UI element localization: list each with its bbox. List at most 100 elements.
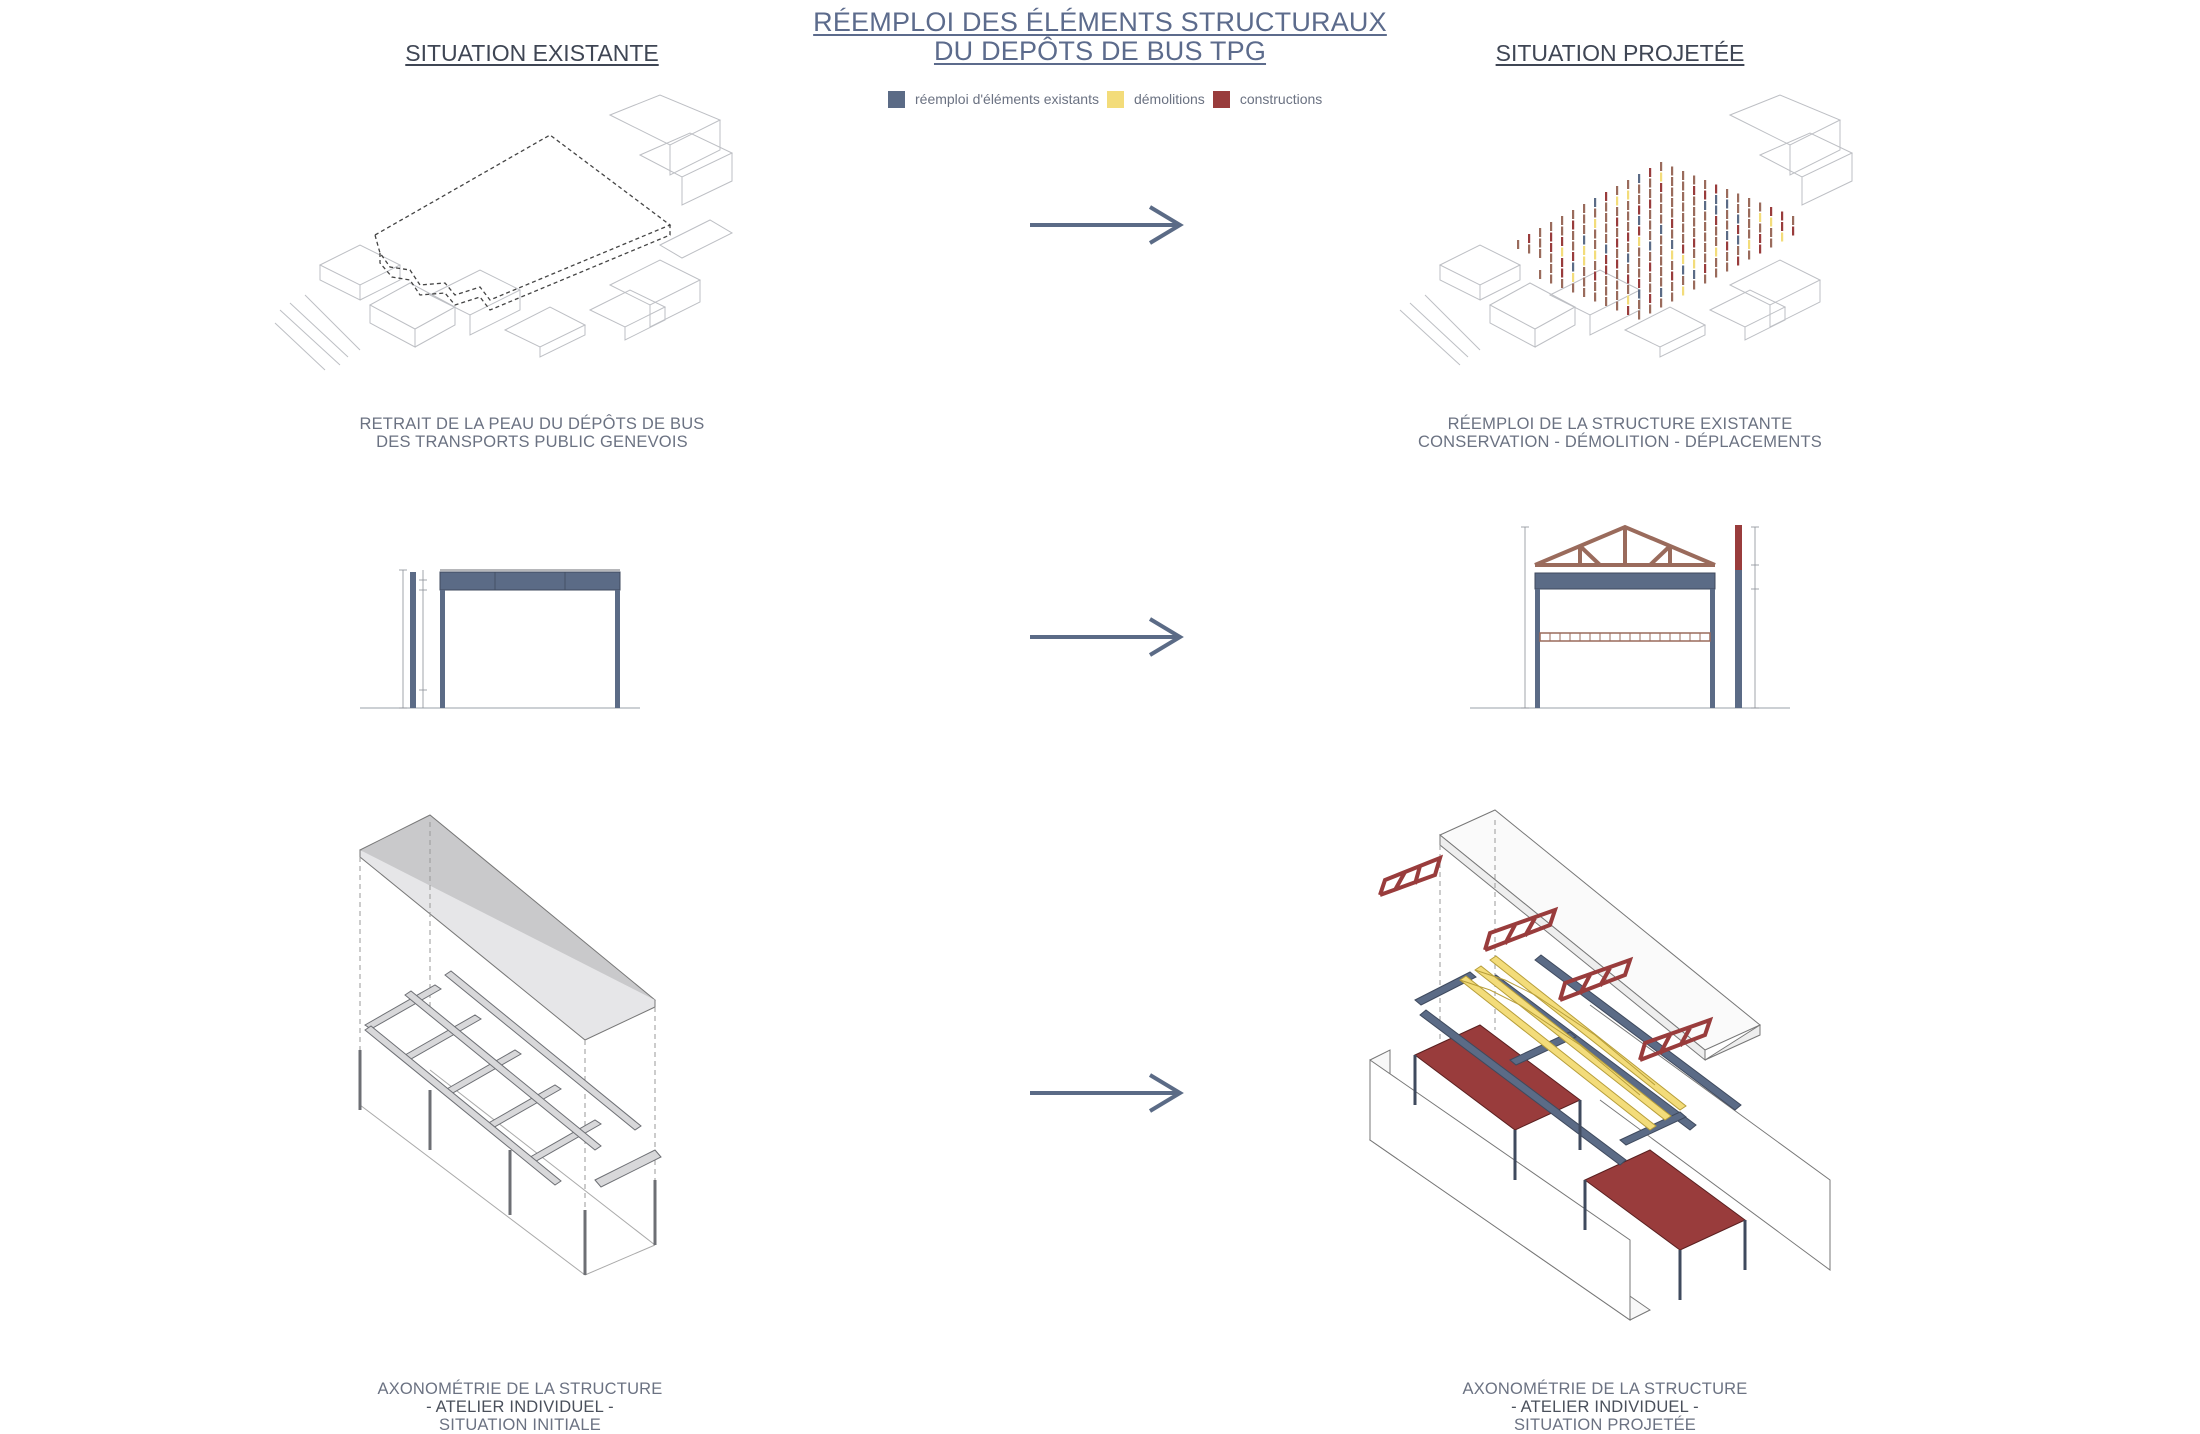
structural-column-mark — [1737, 246, 1740, 255]
title-line-1: RÉEMPLOI DES ÉLÉMENTS STRUCTURAUX — [813, 7, 1387, 37]
structural-column-mark — [1561, 216, 1564, 225]
structural-column-mark — [1770, 238, 1773, 248]
structural-column-mark — [1693, 228, 1696, 237]
structural-column-mark — [1682, 276, 1685, 285]
structural-column-mark — [1715, 247, 1718, 257]
right-column-heading: SITUATION PROJETÉE — [1495, 40, 1745, 66]
structural-column-mark — [1660, 288, 1663, 297]
caption-row3-left-line2: - ATELIER INDIVIDUEL - — [426, 1398, 614, 1416]
legend-label-reuse: réemploi d'éléments existants — [915, 91, 1099, 107]
legend-label-construction: constructions — [1239, 91, 1323, 107]
structural-column-mark — [1638, 258, 1641, 267]
structural-column-mark — [1627, 201, 1630, 210]
structural-column-mark — [1660, 204, 1663, 213]
structural-column-mark — [1748, 240, 1751, 249]
structural-column-mark — [1715, 237, 1718, 246]
structural-column-mark — [1616, 291, 1619, 300]
structural-column-mark — [1737, 256, 1740, 266]
arrow-right-icon — [1030, 617, 1184, 657]
structural-column-mark — [1561, 268, 1564, 278]
structural-column-mark — [1682, 255, 1685, 264]
structural-column-mark — [1726, 262, 1729, 272]
structural-column-mark — [1671, 250, 1674, 260]
structural-column-mark — [1748, 208, 1751, 218]
structural-column-mark — [1572, 231, 1575, 240]
structural-column-mark — [1792, 226, 1795, 236]
caption-row3-left: AXONOMÉTRIE DE LA STRUCTURE - ATELIER IN… — [260, 1380, 780, 1434]
structural-column-mark — [1704, 232, 1707, 242]
structural-column-mark — [1737, 225, 1740, 234]
structural-column-mark — [1704, 211, 1707, 221]
caption-row3-right: AXONOMÉTRIE DE LA STRUCTURE - ATELIER IN… — [1345, 1380, 1865, 1434]
structural-column-mark — [1693, 259, 1696, 269]
legend-swatch-reuse — [888, 90, 905, 108]
structural-column-mark — [1792, 216, 1795, 225]
structural-column-mark — [1671, 177, 1674, 186]
structural-column-mark — [1649, 220, 1652, 230]
structural-column-mark — [1649, 210, 1652, 219]
structural-column-mark — [1605, 223, 1608, 233]
structural-column-mark — [1616, 249, 1619, 258]
site-axonometric-existing — [274, 94, 734, 371]
structural-column-mark — [1638, 205, 1641, 215]
structural-column-mark — [1616, 280, 1619, 290]
caption-row3-right-line2: - ATELIER INDIVIDUEL - — [1511, 1398, 1699, 1416]
structural-column-mark — [1715, 184, 1718, 194]
structural-column-mark — [1583, 214, 1586, 224]
caption-row1-left-line2: DES TRANSPORTS PUBLIC GENEVOIS — [376, 433, 688, 451]
structural-column-mark — [1627, 211, 1630, 221]
structural-column-mark — [1682, 181, 1685, 191]
structural-column-mark — [1627, 232, 1630, 242]
structural-column-mark — [1616, 259, 1619, 269]
structural-column-mark — [1627, 222, 1630, 231]
structural-column-mark — [1594, 292, 1597, 302]
structural-column-mark — [1638, 195, 1641, 204]
structural-column-mark — [1583, 225, 1586, 234]
structural-column-mark — [1726, 210, 1729, 219]
structural-column-mark — [1737, 204, 1740, 213]
structural-column-mark — [1759, 202, 1762, 212]
structural-column-mark — [1649, 168, 1652, 177]
structural-column-mark — [1627, 243, 1630, 252]
structural-column-mark — [1704, 253, 1707, 263]
structural-column-mark — [1528, 244, 1531, 254]
structural-column-mark — [1649, 262, 1652, 272]
structural-column-mark — [1704, 264, 1707, 273]
structural-column-mark — [1759, 244, 1762, 254]
structural-column-mark — [1660, 267, 1663, 276]
structural-column-mark — [1748, 229, 1751, 239]
structural-column-mark — [1671, 208, 1674, 218]
legend-swatch-demolition — [1106, 90, 1124, 108]
structural-column-mark — [1649, 294, 1652, 303]
structural-column-mark — [1682, 286, 1685, 296]
structural-column-mark — [1583, 204, 1586, 213]
structural-column-mark — [1748, 219, 1751, 228]
structural-column-mark — [1616, 217, 1619, 227]
section-projected — [1470, 524, 1790, 709]
structural-column-mark — [1594, 240, 1597, 249]
structural-column-mark — [1539, 249, 1542, 258]
structural-column-mark — [1616, 186, 1619, 195]
structural-column-mark — [1638, 289, 1641, 299]
structural-column-mark — [1605, 213, 1608, 222]
structural-column-mark — [1726, 189, 1729, 198]
structural-column-mark — [1572, 273, 1575, 282]
structural-column-mark — [1649, 231, 1652, 240]
structural-column-mark — [1671, 271, 1674, 281]
structural-column-mark — [1737, 214, 1740, 224]
structural-column-mark — [1726, 199, 1729, 209]
structural-column-mark — [1583, 267, 1586, 276]
structural-column-mark — [1594, 219, 1597, 228]
structural-column-mark — [1660, 256, 1663, 266]
structural-column-mark — [1704, 274, 1707, 284]
structural-column-mark — [1594, 261, 1597, 270]
structural-column-mark — [1671, 240, 1674, 249]
structural-column-mark — [1572, 262, 1575, 272]
structural-column-mark — [1627, 264, 1630, 273]
structural-column-mark — [1715, 258, 1718, 267]
structural-column-mark — [1781, 222, 1784, 231]
structural-column-mark — [1594, 250, 1597, 260]
structural-column-mark — [1638, 216, 1641, 225]
structural-column-mark — [1660, 193, 1663, 203]
structural-column-mark — [1704, 180, 1707, 189]
